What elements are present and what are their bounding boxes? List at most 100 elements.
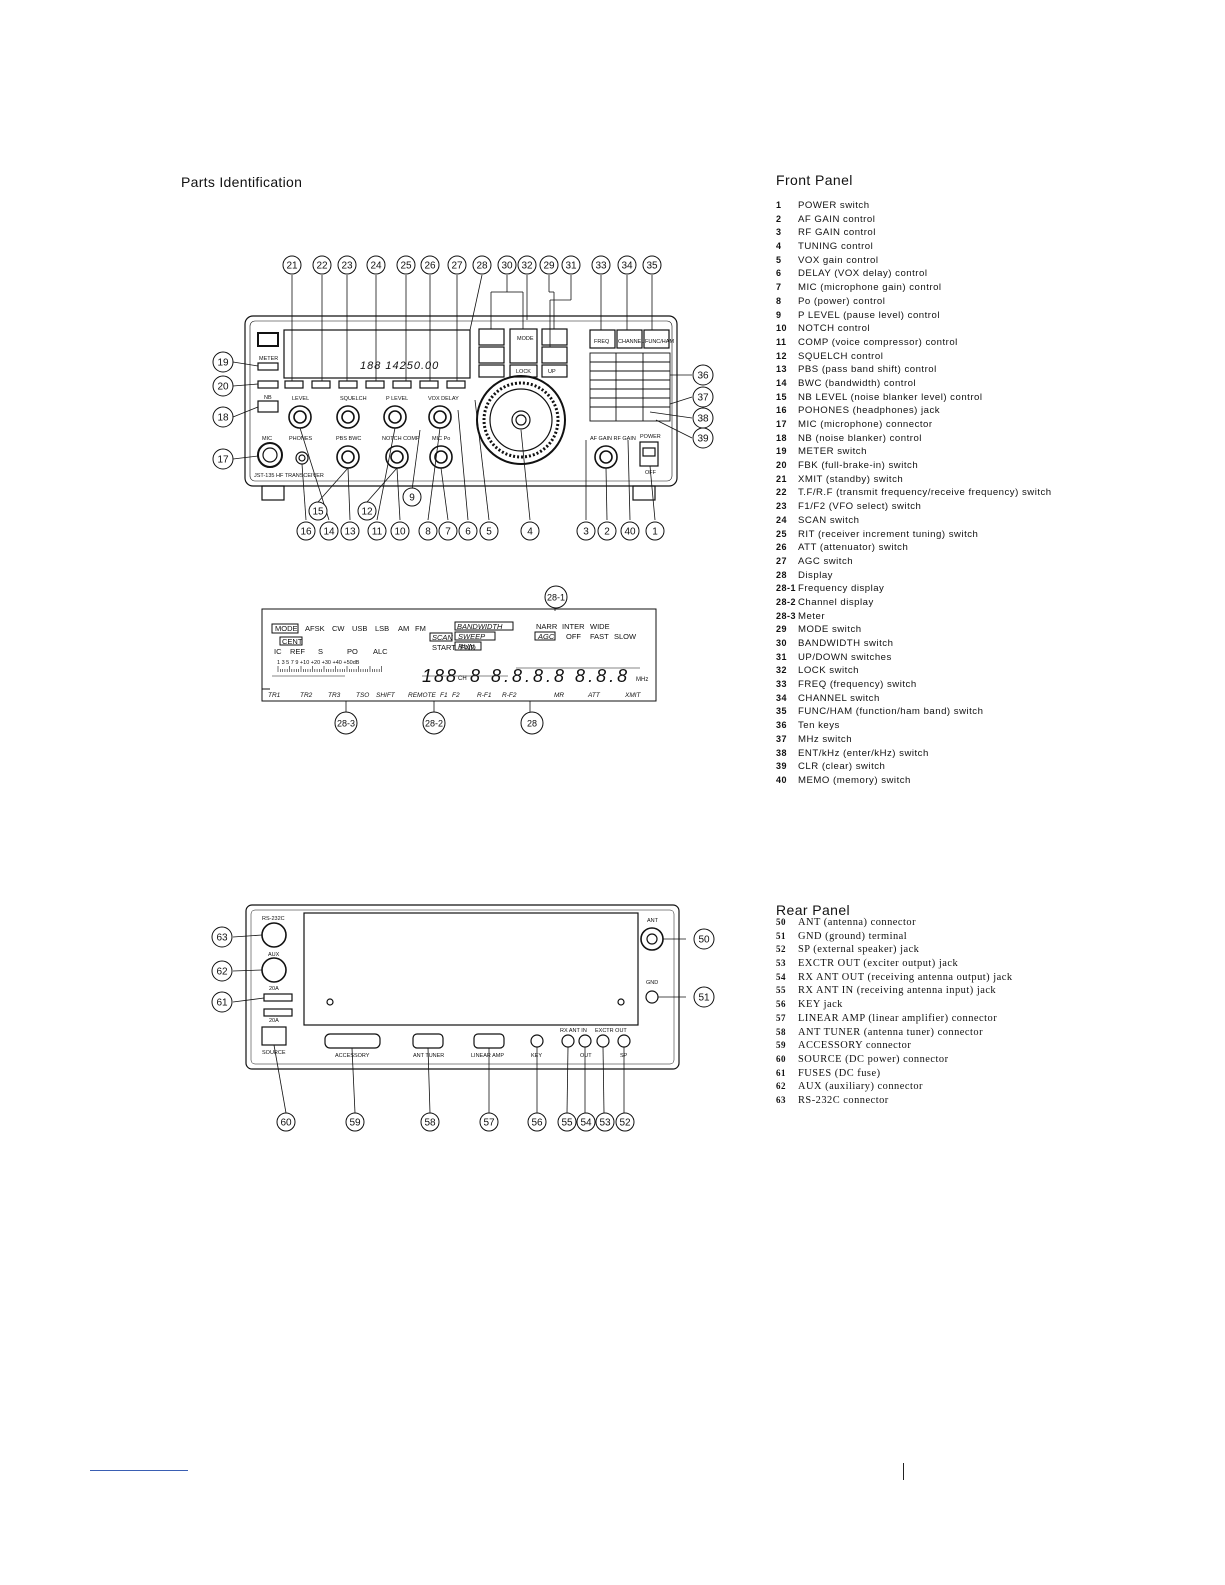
legend-number: 58	[776, 1026, 786, 1037]
disp-bandwidth: BANDWIDTH	[457, 622, 503, 631]
squelch-label: SQUELCH	[340, 396, 367, 402]
disp-narr: NARR	[536, 622, 558, 631]
legend-number: 54	[776, 971, 786, 982]
svg-text:F2: F2	[452, 692, 460, 699]
callout-28-2: 28-2	[425, 719, 443, 729]
disp-scale: 1 3 5 7 9 +10 +20 +30 +40 +50dB	[277, 660, 360, 666]
callout-28: 28	[476, 261, 488, 272]
callout-28-1-circle	[544, 585, 568, 609]
callout-39: 39	[697, 434, 709, 445]
callout-14-circle	[319, 521, 339, 541]
callout-52: 52	[619, 1118, 631, 1129]
page-marker	[903, 1463, 904, 1480]
legend-text: CHANNEL switch	[798, 692, 880, 704]
callout-57: 57	[483, 1118, 495, 1129]
legend-number: 9	[776, 309, 782, 320]
callout-53-circle	[595, 1112, 615, 1132]
callout-40-circle	[620, 521, 640, 541]
display-frame	[261, 608, 657, 702]
legend-text: Channel display	[798, 596, 874, 608]
callout-28-3-circle	[334, 711, 358, 735]
legend-text: MODE switch	[798, 624, 862, 636]
front-panel-text: METER NB LEVEL SQUELCH P LEVEL VOX DELAY…	[254, 336, 674, 479]
meter-label: METER	[259, 356, 278, 362]
legend-text: SQUELCH control	[798, 350, 884, 362]
svg-text:LINEAR AMP: LINEAR AMP	[471, 1053, 504, 1059]
callout-55-circle	[557, 1112, 577, 1132]
exctr-out-jack-icon	[596, 1034, 610, 1048]
legend-number: 11	[776, 336, 787, 347]
legend-number: 27	[776, 555, 788, 566]
mode-key-label: MODE	[517, 336, 534, 342]
callout-8: 8	[425, 527, 431, 538]
mode-button-block	[478, 328, 568, 378]
gnd-terminal-icon	[645, 990, 659, 1004]
disp-end: END	[460, 643, 476, 652]
legend-text: FUNC/HAM (function/ham band) switch	[798, 706, 984, 718]
callout-3-circle	[576, 521, 596, 541]
legend-text: RX ANT OUT (receiving antenna output) ja…	[798, 971, 1013, 983]
legend-text: LINEAR AMP (linear amplifier) connector	[798, 1012, 998, 1024]
callout-20-circle	[212, 375, 234, 397]
legend-number: 13	[776, 364, 788, 375]
key-jack-icon	[530, 1034, 544, 1048]
callout-25: 25	[400, 261, 412, 272]
legend-text: SP (external speaker) jack	[798, 944, 920, 956]
tuning-dial-icon	[476, 375, 566, 465]
callout-38: 38	[697, 414, 709, 425]
legend-text: ENT/kHz (enter/kHz) switch	[798, 747, 929, 759]
legend-text: FBK (full-brake-in) switch	[798, 460, 919, 472]
legend-item: 3 RF GAIN control	[776, 226, 1052, 240]
callout-29: 29	[543, 261, 555, 272]
callout-33: 33	[595, 261, 607, 272]
callout-32-circle	[517, 255, 537, 275]
legend-text: TUNING control	[798, 241, 874, 253]
svg-text:EXCTR OUT: EXCTR OUT	[595, 1028, 627, 1034]
callout-21-circle	[282, 255, 302, 275]
ant-tuner-connector-icon	[412, 1033, 444, 1049]
disp-sweep: SWEEP	[458, 632, 485, 641]
legend-text: XMIT (standby) switch	[798, 473, 904, 485]
callout-31: 31	[565, 261, 577, 272]
callout-39-circle	[692, 427, 714, 449]
legend-number: 8	[776, 295, 782, 306]
callout-37: 37	[697, 393, 709, 404]
callout-63: 63	[216, 933, 228, 944]
display-bottom-row: TR1 TR2 TR3 TSO SHIFT REMOTE F1 F2 R-F1 …	[268, 692, 642, 699]
disp-alc: ALC	[373, 647, 388, 656]
callout-28-3: 28-3	[337, 719, 355, 729]
display-text: MODE AFSK CW USB LSB AM FM BANDWIDTH NAR…	[274, 622, 648, 686]
legend-text: F1/F2 (VFO select) switch	[798, 501, 922, 513]
legend-text: MHz switch	[798, 733, 853, 745]
power-switch	[639, 441, 659, 467]
rear-panel-heading: Rear Panel	[776, 902, 851, 918]
front-chassis	[244, 315, 678, 487]
legend-number: 52	[776, 944, 786, 955]
legend-number: 3	[776, 227, 782, 238]
svg-text:20A: 20A	[269, 1018, 279, 1024]
legend-number: 16	[776, 405, 788, 416]
display-diagram: MODE AFSK CW USB LSB AM FM BANDWIDTH NAR…	[261, 585, 657, 735]
svg-text:20A: 20A	[269, 986, 279, 992]
legend-text: ANT (antenna) connector	[798, 917, 917, 928]
disp-cent: CENT	[282, 637, 303, 646]
legend-text: RF GAIN control	[798, 227, 876, 239]
callout-6-circle	[458, 521, 478, 541]
legend-number: 40	[776, 774, 788, 785]
callout-8-circle	[418, 521, 438, 541]
front-display-window	[283, 329, 471, 379]
